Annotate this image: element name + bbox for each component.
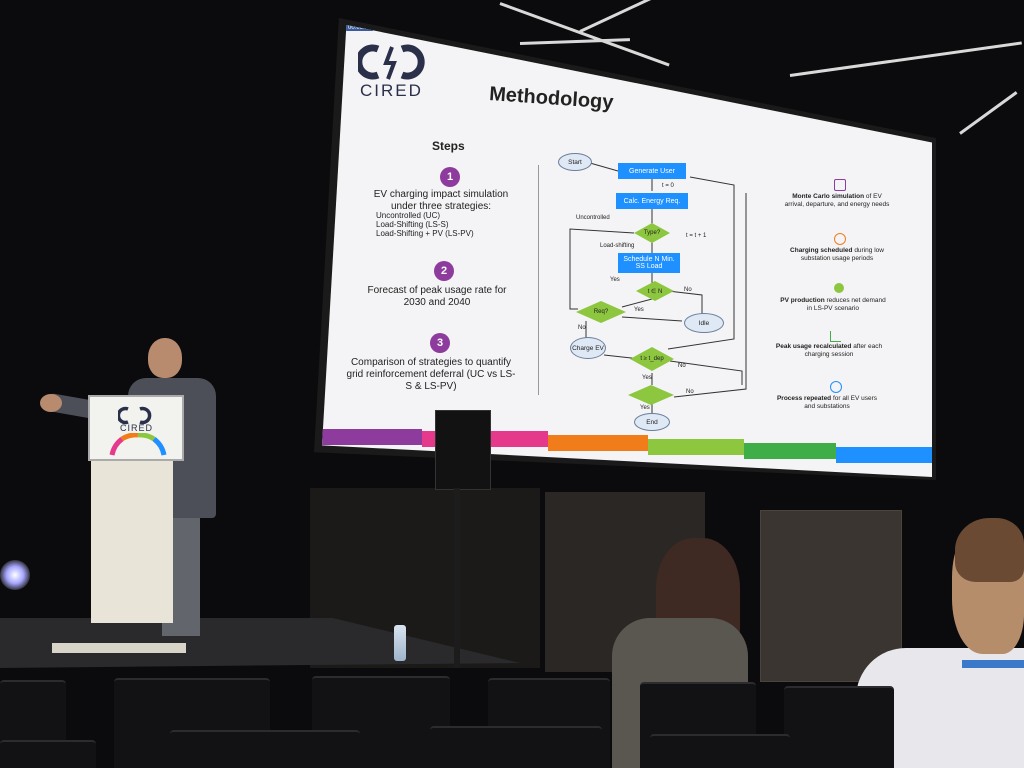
door bbox=[760, 510, 902, 682]
side-note-4-bold: Peak usage recalculated bbox=[775, 343, 852, 350]
side-note-1-text: of EV arrival, departure, and energy nee… bbox=[784, 193, 890, 208]
flow-calc-energy: Calc. Energy Req. bbox=[616, 193, 688, 209]
strategy-item: Load-Shifting + PV (LS-PV) bbox=[376, 229, 474, 238]
steps-title: Steps bbox=[432, 139, 465, 153]
side-note-1: Monte Carlo simulation of EV arrival, de… bbox=[782, 193, 892, 209]
color-band-6 bbox=[836, 447, 932, 463]
step-3-text: Comparison of strategies to quantify gri… bbox=[346, 357, 516, 392]
repeat-icon bbox=[830, 381, 842, 393]
strategy-list: Uncontrolled (UC) Load-Shifting (LS-S) L… bbox=[376, 211, 474, 238]
flow-label-t0: t = 0 bbox=[662, 183, 674, 189]
flow-charge-ev: Charge EV bbox=[570, 337, 606, 359]
flow-label-yes: Yes bbox=[634, 307, 644, 313]
audience-chair bbox=[650, 734, 790, 768]
side-note-3: PV production reduces net demand in LS-P… bbox=[778, 297, 888, 313]
lanyard bbox=[962, 660, 1024, 668]
side-note-2-text: during low substation usage periods bbox=[800, 247, 884, 262]
side-note-2-bold: Charging scheduled bbox=[790, 247, 853, 254]
flow-t-in-n-decision: t ∈ N bbox=[636, 281, 674, 301]
sim-icon bbox=[834, 179, 846, 191]
flow-label-yes: Yes bbox=[610, 277, 620, 283]
pa-speaker bbox=[435, 410, 491, 490]
podium: CIRED bbox=[52, 395, 186, 653]
audience-chair bbox=[430, 726, 602, 768]
flow-generate-user: Generate User bbox=[618, 163, 686, 179]
flow-label-yes: Yes bbox=[640, 405, 650, 411]
strategy-item: Load-Shifting (LS-S) bbox=[376, 220, 449, 229]
projection-screen: 00:06:27 CIRED Methodology Steps 1 EV ch… bbox=[322, 25, 932, 477]
side-note-5: Process repeated for all EV users and su… bbox=[772, 395, 882, 411]
ceiling-beam bbox=[579, 0, 690, 33]
strategy-item: Uncontrolled (UC) bbox=[376, 211, 441, 220]
step-1-badge: 1 bbox=[440, 167, 460, 187]
color-band-3 bbox=[548, 435, 648, 451]
flow-idle: Idle bbox=[684, 313, 724, 333]
water-bottle bbox=[394, 625, 406, 661]
podium-base bbox=[52, 643, 186, 653]
side-note-4: Peak usage recalculated after each charg… bbox=[774, 343, 884, 359]
slide-divider bbox=[538, 165, 539, 395]
step-2-text: Forecast of peak usage rate for 2030 and… bbox=[367, 285, 507, 308]
audience-chair bbox=[0, 740, 96, 768]
side-note-1-bold: Monte Carlo simulation bbox=[792, 193, 865, 200]
clock-icon bbox=[834, 233, 846, 245]
presenter-head bbox=[148, 338, 182, 378]
podium-sign: CIRED bbox=[88, 395, 184, 461]
side-note-2: Charging scheduled during low substation… bbox=[782, 247, 892, 263]
ceiling-beam bbox=[959, 91, 1018, 135]
podium-logo-mark bbox=[118, 406, 152, 425]
flow-start: Start bbox=[558, 153, 592, 171]
step-1-text: EV charging impact simulation under thre… bbox=[373, 189, 509, 212]
podium-column bbox=[91, 461, 173, 623]
flow-label-no: No bbox=[578, 325, 586, 331]
cired-logo: CIRED bbox=[355, 41, 438, 101]
step-2-badge: 2 bbox=[434, 261, 454, 281]
flow-req-decision: Req? bbox=[576, 301, 626, 323]
step-3-badge: 3 bbox=[430, 333, 450, 353]
side-note-3-text: reduces net demand in LS-PV scenario bbox=[806, 297, 886, 312]
side-note-3-bold: PV production bbox=[780, 297, 825, 304]
stage-spotlight bbox=[0, 560, 30, 590]
ceiling-beam bbox=[789, 41, 1022, 77]
color-band-5 bbox=[744, 443, 836, 459]
video-timestamp: 00:06:27 bbox=[346, 25, 374, 31]
flow-label-no: No bbox=[678, 363, 686, 369]
flow-type-decision: Type? bbox=[634, 223, 670, 243]
flow-label-uncontrolled: Uncontrolled bbox=[576, 215, 610, 221]
cired-logo-text: CIRED bbox=[360, 81, 423, 100]
color-band-1 bbox=[322, 429, 422, 445]
flow-final-decision bbox=[628, 385, 674, 405]
flow-label-load-shifting: Load-shifting bbox=[600, 243, 635, 249]
presenter-hand bbox=[40, 394, 62, 412]
podium-color-arc bbox=[109, 433, 167, 456]
flow-label-yes: Yes bbox=[642, 375, 652, 381]
flow-end: End bbox=[634, 413, 670, 431]
side-note-5-bold: Process repeated bbox=[776, 395, 832, 402]
speaker-stand bbox=[454, 488, 460, 668]
flow-schedule: Schedule N Min. SS Load bbox=[618, 253, 680, 273]
chart-icon bbox=[830, 331, 841, 342]
audience-member-hair bbox=[955, 518, 1024, 582]
flow-label-no: No bbox=[686, 389, 694, 395]
flow-label-t-plus: t = t + 1 bbox=[686, 233, 707, 239]
sun-icon bbox=[834, 283, 844, 293]
cired-logo-mark bbox=[355, 44, 425, 80]
flow-label-no: No bbox=[684, 287, 692, 293]
audience-chair bbox=[784, 686, 894, 768]
color-band-4 bbox=[648, 439, 744, 455]
side-note-4-text: after each charging session bbox=[804, 343, 883, 358]
side-note-5-text: for all EV users and substations bbox=[804, 395, 878, 410]
audience-chair bbox=[170, 730, 360, 768]
podium-logo-text: CIRED bbox=[120, 423, 154, 433]
